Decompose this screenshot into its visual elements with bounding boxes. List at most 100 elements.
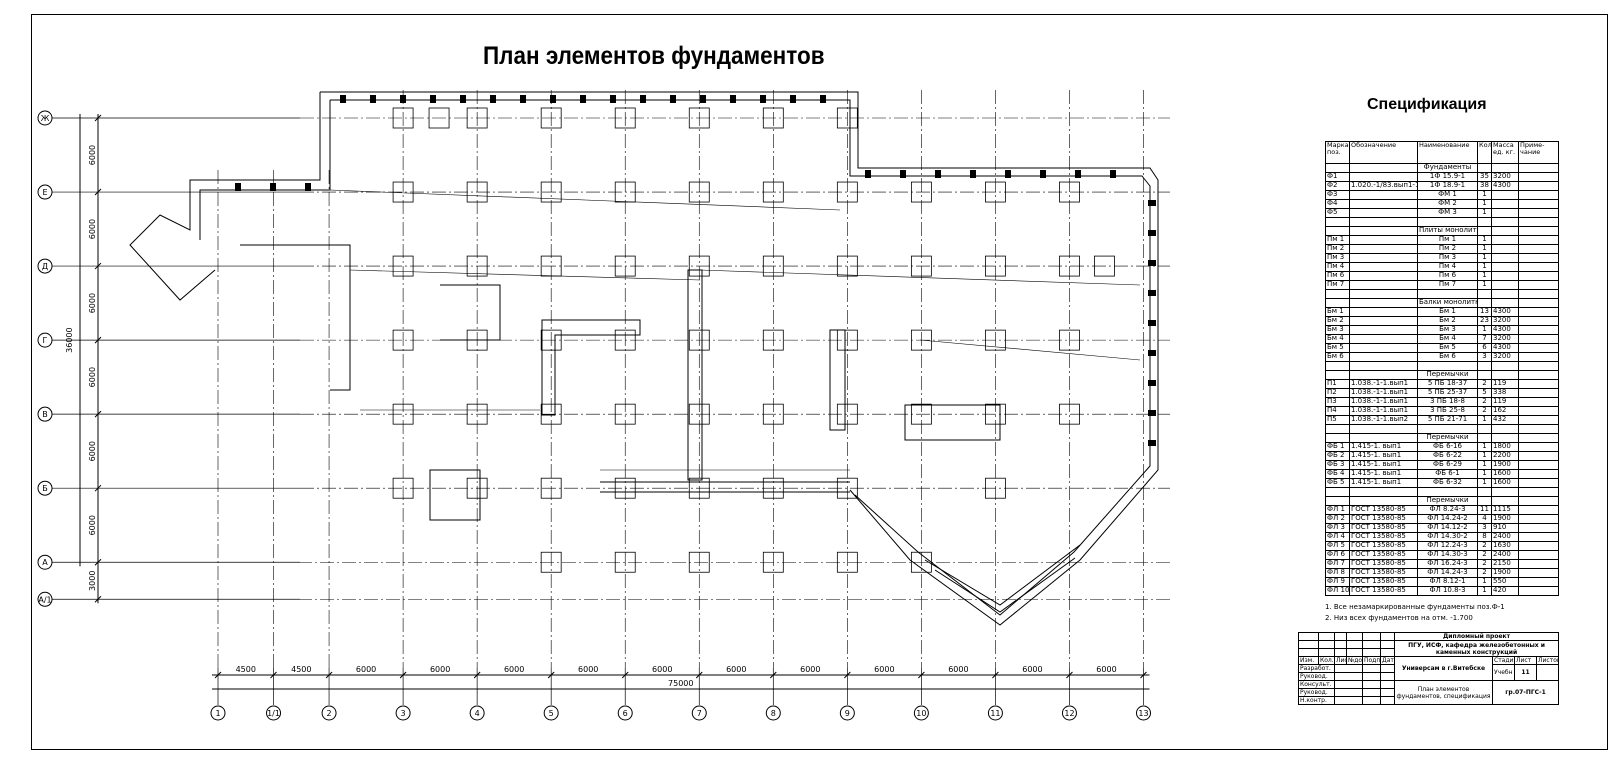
foundation-wall <box>829 329 846 431</box>
cell-note <box>1518 550 1559 560</box>
cell-designation <box>1349 316 1418 326</box>
cell-mark: П1 <box>1325 379 1350 389</box>
cell-qty: 1 <box>1477 208 1492 218</box>
column-footing <box>762 403 784 425</box>
cell-designation <box>1349 289 1418 299</box>
spec-header: Марка поз. Обозначение Наименование Кол … <box>1325 141 1559 164</box>
axis-label: 11 <box>990 709 1000 718</box>
foundation-wall <box>440 284 501 341</box>
cell-mass <box>1491 289 1519 299</box>
dim-text: 6000 <box>88 219 97 239</box>
column-footing <box>910 329 932 351</box>
cell-qty: 1 <box>1477 244 1492 254</box>
pier-block <box>1148 350 1156 356</box>
axis-bubble <box>37 591 53 607</box>
cell-qty <box>1477 226 1492 236</box>
cell-designation <box>1349 361 1418 371</box>
cell-name: ФБ 6-22 <box>1417 451 1478 461</box>
cell-note <box>1518 307 1559 317</box>
dim-text: 6000 <box>356 665 376 674</box>
column-footing <box>614 255 636 277</box>
cell-mass <box>1491 298 1519 308</box>
cell-designation <box>1349 496 1418 506</box>
cell-designation: 1.038.-1-1.вып1 <box>1349 406 1418 416</box>
axis-bubble <box>839 705 855 721</box>
cell-mass: 4300 <box>1491 181 1519 191</box>
cell-designation <box>1349 163 1418 173</box>
cell-note <box>1518 334 1559 344</box>
foundation-wall <box>320 91 1159 626</box>
cell-mark <box>1325 370 1350 380</box>
cell-note <box>1518 541 1559 551</box>
cell-mass: 1115 <box>1491 505 1519 515</box>
column-footing <box>466 403 488 425</box>
column-footing <box>540 181 562 203</box>
foundation-wall <box>924 544 1081 613</box>
column-footing <box>688 329 710 351</box>
dim-tick <box>94 114 102 122</box>
column-footing <box>836 329 858 351</box>
cell-mass: 1630 <box>1491 541 1519 551</box>
cell-note <box>1518 271 1559 281</box>
cell-mass: 4300 <box>1491 307 1519 317</box>
cell-mark: ФЛ 7 <box>1325 559 1350 569</box>
cell-designation: ГОСТ 13580-85 <box>1349 541 1418 551</box>
cell-name: 5 ПБ 21-71 <box>1417 415 1478 425</box>
cell-mass: 119 <box>1491 379 1519 389</box>
sheet-name: План элементов фундаментов, спецификация <box>1394 680 1493 705</box>
cell-designation <box>1349 253 1418 263</box>
cell-mark: ФЛ 6 <box>1325 550 1350 560</box>
cell-name: Перемычки <box>1417 370 1478 380</box>
drawing-title: План элементов фундаментов <box>483 42 825 70</box>
axis-label: 13 <box>1138 709 1148 718</box>
cell-mass: 432 <box>1491 415 1519 425</box>
pier-block <box>1148 320 1156 326</box>
header-mass: Масса ед. кг. <box>1491 141 1519 164</box>
cell-qty: 3 <box>1477 523 1492 533</box>
dim-tick <box>992 671 999 679</box>
column-footing <box>428 107 450 129</box>
column-footing <box>1059 255 1080 277</box>
axis-label: 6 <box>623 709 628 718</box>
dim-tick <box>843 671 851 679</box>
cell-qty: 11 <box>1477 505 1492 515</box>
pier-block <box>865 170 871 178</box>
cell-note <box>1518 289 1559 299</box>
dim-text: 6000 <box>1022 665 1042 674</box>
column-footing <box>1059 329 1080 351</box>
cell-designation: ГОСТ 13580-85 <box>1349 577 1418 587</box>
pier-block <box>1148 230 1156 236</box>
cell-name: ФБ 6-32 <box>1417 478 1478 488</box>
cell-designation: ГОСТ 13580-85 <box>1349 568 1418 578</box>
pier-block <box>430 95 436 103</box>
cell-note <box>1518 199 1559 209</box>
cell-note <box>1518 172 1559 182</box>
pier-block <box>935 170 941 178</box>
cell-note <box>1518 514 1559 524</box>
cell-mass: 420 <box>1491 586 1519 596</box>
axis-bubble <box>913 705 929 721</box>
cell-designation <box>1349 280 1418 290</box>
cell-mark <box>1325 217 1350 227</box>
cell-note <box>1518 586 1559 596</box>
cell-mark <box>1325 289 1350 299</box>
dim-text: 4500 <box>236 665 256 674</box>
cell-designation: 1.415-1. вып1 <box>1349 469 1418 479</box>
cell-note <box>1518 433 1559 443</box>
cell-qty <box>1477 298 1492 308</box>
rev-header: Лист <box>1334 656 1347 665</box>
pier-block <box>1148 440 1156 446</box>
cell-designation: 1.415-1. вып1 <box>1349 460 1418 470</box>
cell-mark <box>1325 298 1350 308</box>
cell-designation: 1.038.-1-1.вып1 <box>1349 388 1418 398</box>
cell-designation: 1.038.-1-1.вып1 <box>1349 397 1418 407</box>
